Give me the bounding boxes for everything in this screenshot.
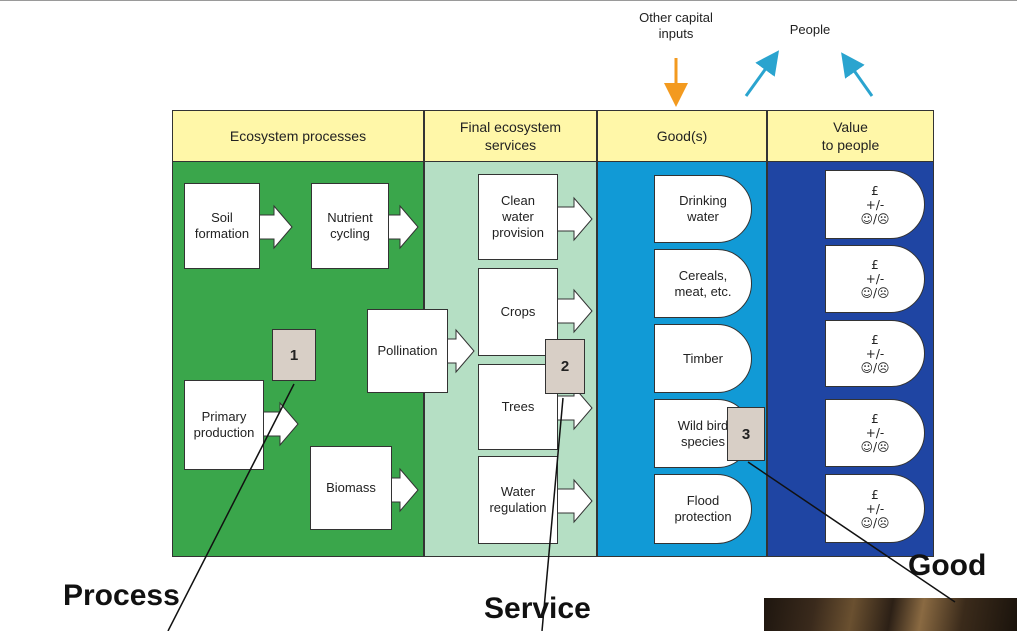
biomass-box: Biomass [310, 446, 392, 530]
process-callout-label: Process [63, 579, 180, 612]
crops-box: Crops [478, 268, 558, 356]
header-goods: Good(s) [597, 110, 767, 162]
cereals-meat-box: Cereals, meat, etc. [654, 249, 752, 318]
value-box: £ +/- ☺/☹ [825, 474, 925, 543]
smile-frown-icon: ☺/☹ [860, 211, 890, 226]
flood-protection-box: Flood protection [654, 474, 752, 544]
trees-box: Trees [478, 364, 558, 450]
top-border-line [0, 0, 1017, 1]
bird-photo [764, 598, 1017, 631]
value-box: £ +/- ☺/☹ [825, 320, 925, 387]
smile-frown-icon: ☺/☹ [860, 515, 890, 530]
people-label: People [789, 22, 831, 37]
arrow-clean-water [555, 196, 593, 242]
marker-1: 1 [272, 329, 316, 381]
marker-3: 3 [727, 407, 765, 461]
plus-minus: +/- [865, 197, 885, 212]
other-capital-inputs-label: Other capital inputs [639, 10, 713, 41]
marker-2: 2 [545, 339, 585, 394]
arrow-water-regulation [555, 478, 593, 524]
value-box: £ +/- ☺/☹ [825, 399, 925, 467]
value-box: £ +/- ☺/☹ [825, 170, 925, 239]
good-callout-label: Good [908, 549, 987, 582]
service-callout-label: Service [484, 592, 591, 625]
pound-sign: £ [871, 412, 879, 426]
cyan-people-arrow-right [841, 52, 874, 97]
plus-minus: +/- [865, 501, 885, 516]
process-callout-line [167, 383, 295, 631]
value-box: £ +/- ☺/☹ [825, 245, 925, 313]
smile-frown-icon: ☺/☹ [860, 286, 890, 300]
arrow-crops [555, 288, 593, 334]
header-value-to-people: Value to people [767, 110, 934, 162]
service-callout-line [541, 397, 564, 631]
pound-sign: £ [871, 258, 879, 272]
pollination-box: Pollination [367, 309, 448, 393]
arrow-soil [257, 204, 293, 250]
pound-sign: £ [871, 183, 879, 198]
soil-formation-box: Soil formation [184, 183, 260, 269]
plus-minus: +/- [865, 426, 885, 440]
plus-minus: +/- [865, 346, 885, 361]
header-final-ecosystem-services: Final ecosystem services [424, 110, 597, 162]
clean-water-provision-box: Clean water provision [478, 174, 558, 260]
smile-frown-icon: ☺/☹ [860, 360, 890, 375]
timber-box: Timber [654, 324, 752, 393]
pound-sign: £ [871, 332, 879, 347]
drinking-water-box: Drinking water [654, 175, 752, 243]
header-ecosystem-processes: Ecosystem processes [172, 110, 424, 162]
arrow-trees [555, 385, 593, 431]
nutrient-cycling-box: Nutrient cycling [311, 183, 389, 269]
primary-production-box: Primary production [184, 380, 264, 470]
plus-minus: +/- [865, 272, 885, 286]
water-regulation-box: Water regulation [478, 456, 558, 544]
cyan-people-arrow-left [744, 50, 780, 97]
pound-sign: £ [871, 487, 879, 502]
good-callout-line [747, 461, 956, 603]
smile-frown-icon: ☺/☹ [860, 440, 890, 454]
